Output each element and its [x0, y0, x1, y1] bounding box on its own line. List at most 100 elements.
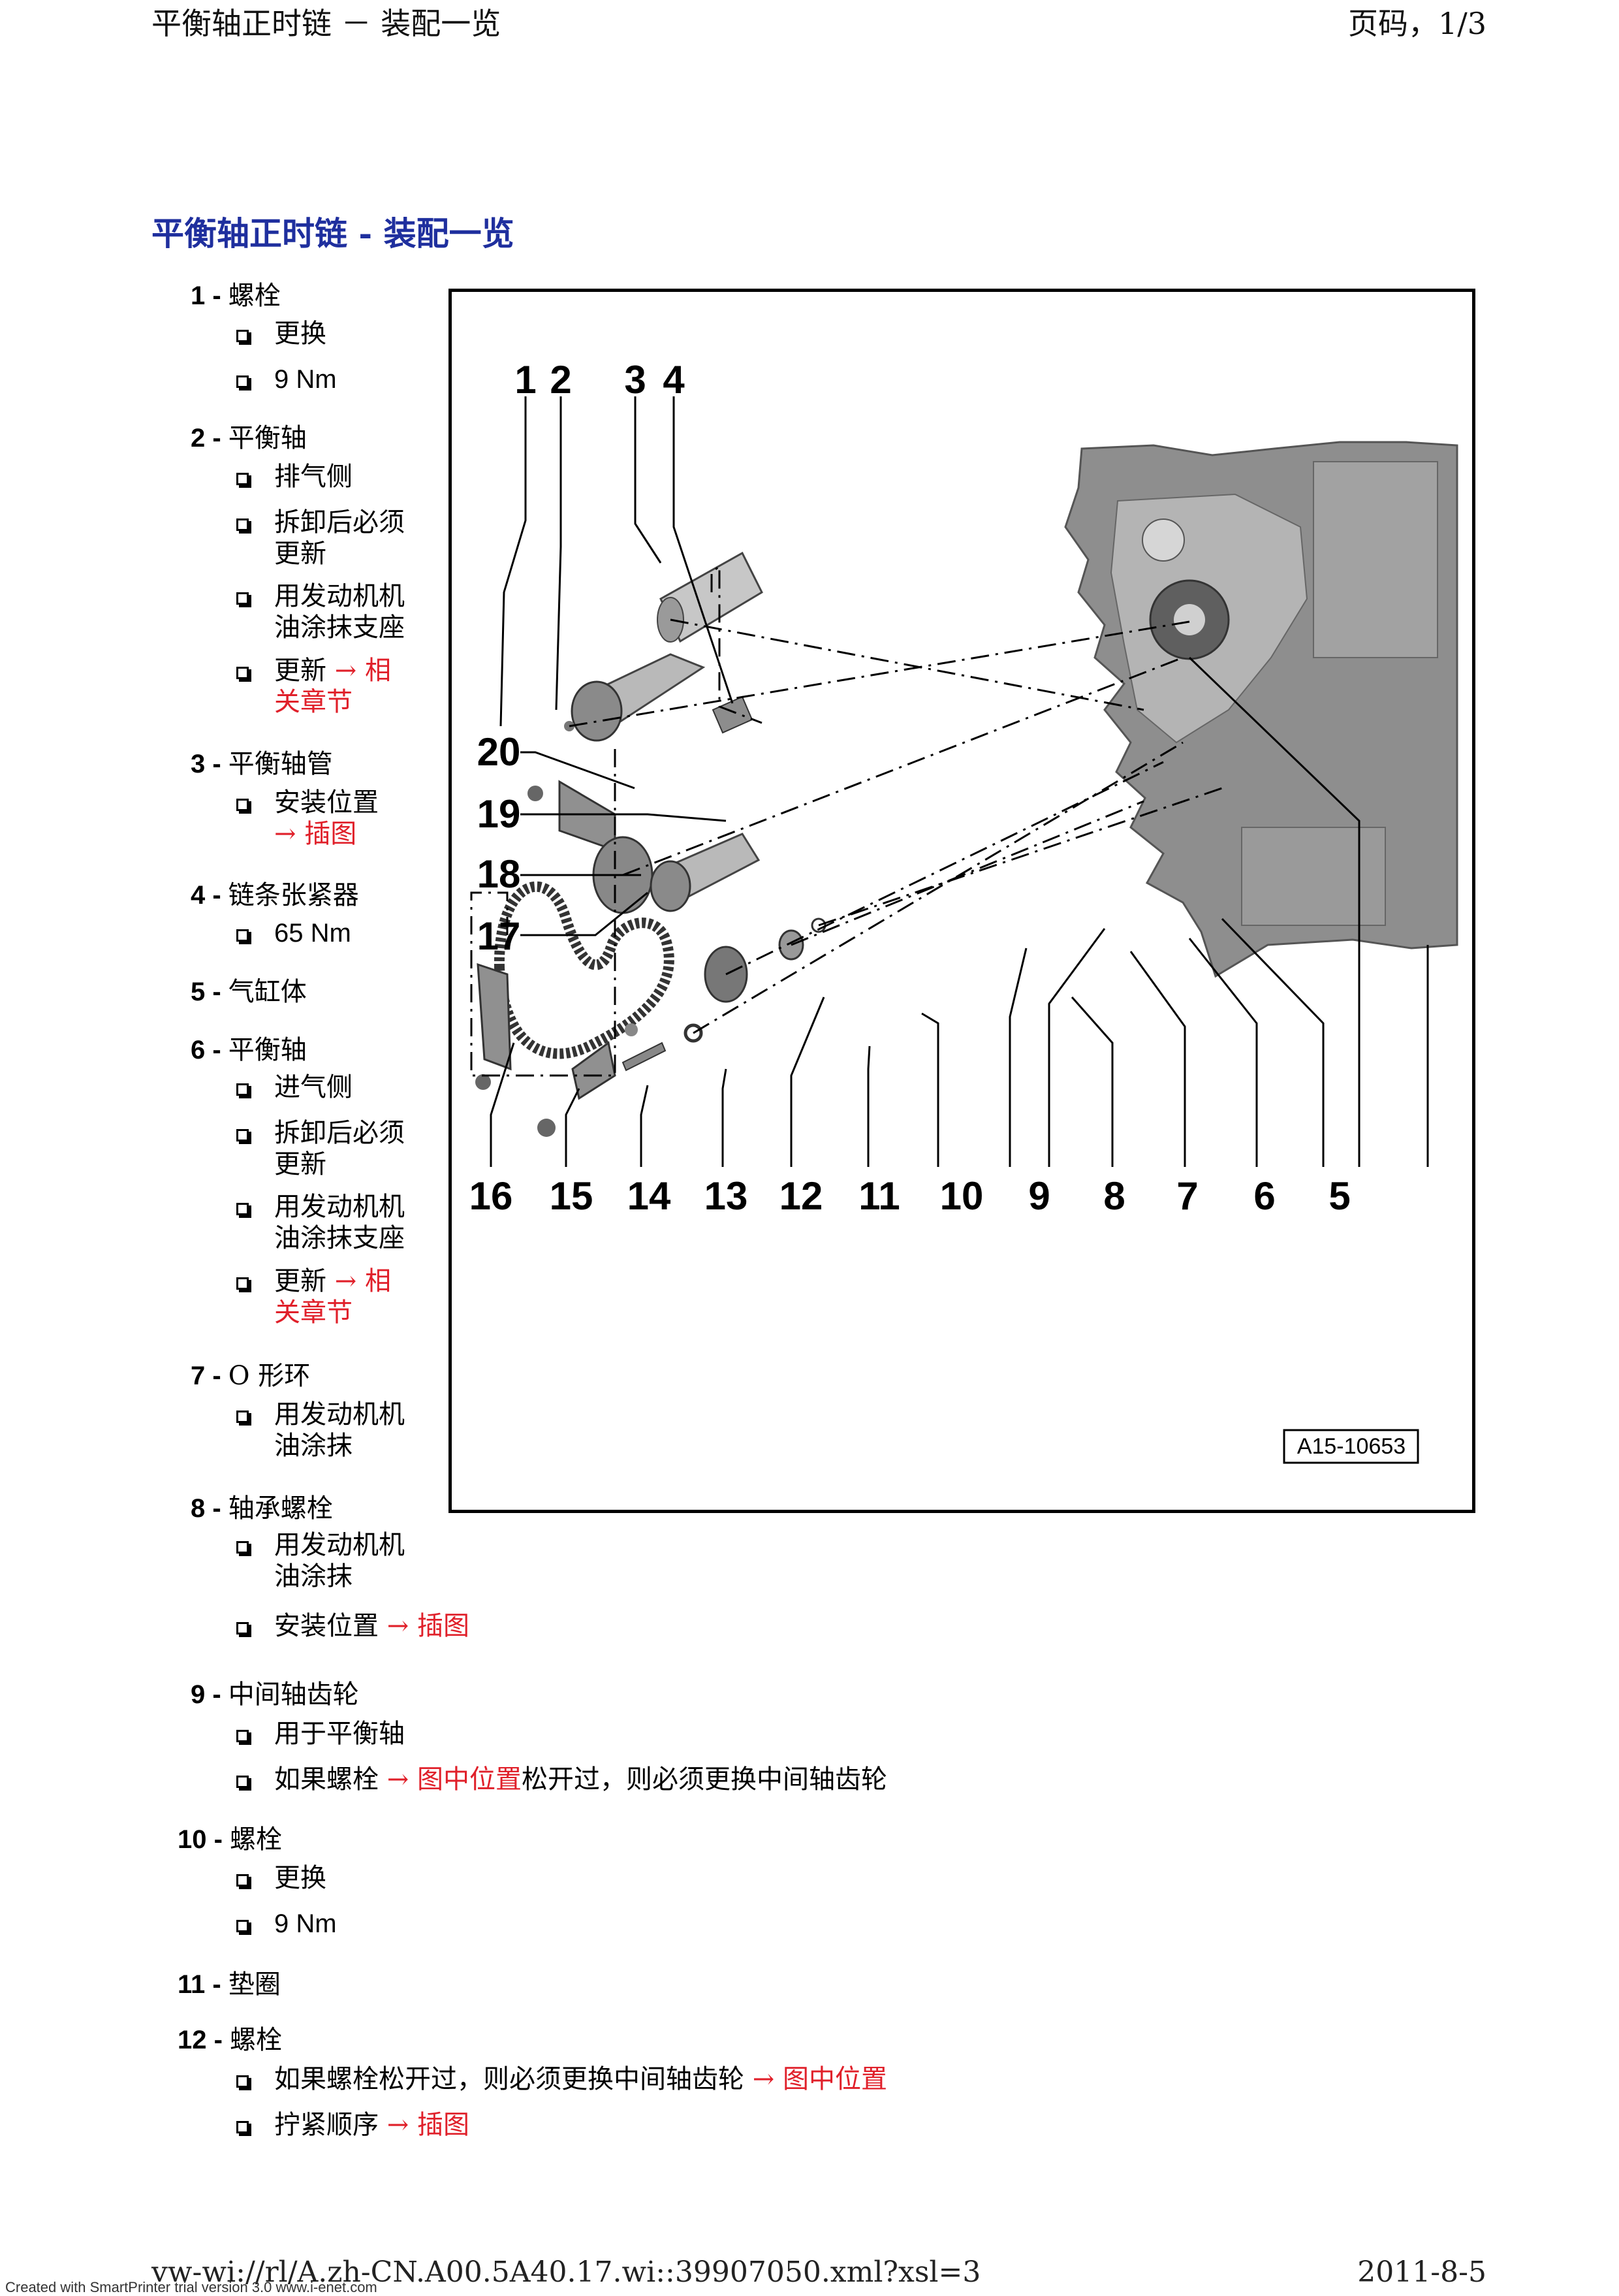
cross-reference-link[interactable]: → 相 [334, 1266, 391, 1296]
leader-line [634, 396, 662, 564]
item-note: 排气侧 [236, 461, 353, 492]
item-label: O 形环 [228, 1361, 311, 1391]
item-heading: 11 - 垫圈 [178, 1963, 281, 2001]
smartprinter-watermark: Created with SmartPrinter trial version … [5, 2279, 377, 2295]
item-note: 如果螺栓 → 图中位置松开过，则必须更换中间轴齿轮 [236, 1764, 887, 1795]
footer-date: 2011-8-5 [1357, 2256, 1486, 2289]
note-text: 安装位置 [274, 1611, 387, 1641]
callout-label: 2 [550, 358, 571, 402]
note-text: 用发动机机 [274, 1530, 405, 1560]
timing-chain-shape [494, 881, 674, 1059]
item-dash: - [206, 1825, 230, 1854]
note-text: 进气侧 [274, 1072, 353, 1102]
note-line: 安装位置 → 插图 [274, 1610, 469, 1642]
item-number: 6 [191, 1036, 206, 1064]
item-note: 更换 [236, 318, 326, 349]
leader-line [1009, 948, 1028, 1167]
item-number: 11 [178, 1970, 206, 1999]
note-text: 油涂抹 [274, 1431, 353, 1461]
item-note: 安装位置 → 插图 [236, 1610, 469, 1642]
item-label: 平衡轴 [228, 1035, 307, 1065]
note-text: 65 Nm [274, 919, 351, 948]
washer-shape [684, 1023, 703, 1043]
bolt-16-shape [475, 1074, 491, 1090]
item-note: 拆卸后必须更新 [236, 507, 405, 569]
item-heading: 10 - 螺栓 [178, 1818, 282, 1856]
checkbox-bullet-icon [236, 1203, 249, 1215]
guide-rail-shape [477, 963, 512, 1071]
checkbox-bullet-icon [236, 1411, 249, 1423]
cross-reference-link[interactable]: → 图中位置 [386, 1764, 522, 1794]
leader-line [490, 1042, 515, 1167]
callout-label: 5 [1328, 1174, 1350, 1218]
item-label: 平衡轴 [228, 423, 307, 453]
checkbox-bullet-icon [236, 929, 249, 942]
callout-label: 11 [858, 1174, 900, 1218]
item-note: 65 Nm [236, 917, 351, 949]
note-text: 松开过，则必须更换中间轴齿轮 [521, 1764, 887, 1794]
item-note: 用发动机机油涂抹 [236, 1529, 405, 1592]
note-text: 如果螺栓松开过，则必须更换中间轴齿轮 [274, 2064, 753, 2094]
alignment-line [710, 564, 762, 724]
alignment-line [693, 741, 1184, 1034]
item-dash: - [206, 2026, 230, 2054]
note-text: 更新 [274, 539, 326, 569]
leader-line [672, 396, 734, 704]
alignment-line [791, 800, 1144, 946]
cross-reference-link[interactable]: 关章节 [274, 687, 353, 717]
callout-label: 9 [1028, 1174, 1050, 1218]
item-dash: - [205, 881, 228, 910]
item-label: 气缸体 [228, 977, 307, 1007]
note-text: 油涂抹支座 [274, 1223, 405, 1253]
tensioning-rail-shape [571, 1041, 616, 1100]
callout-label: 3 [624, 358, 646, 402]
item-note: 用于平衡轴 [236, 1718, 405, 1749]
note-text: 安装位置 [274, 788, 379, 818]
item-heading: 8 - 轴承螺栓 [191, 1487, 333, 1525]
callout-label: 14 [627, 1174, 671, 1218]
leader-line [520, 891, 648, 936]
checkbox-bullet-icon [236, 1277, 249, 1290]
item-heading: 5 - 气缸体 [191, 970, 307, 1008]
item-label: 螺栓 [228, 281, 281, 311]
cross-reference-link[interactable]: → 插图 [274, 819, 357, 849]
alignment-line [818, 787, 1223, 927]
leader-line [1071, 997, 1114, 1167]
checkbox-bullet-icon [236, 1129, 249, 1141]
checkbox-bullet-icon [236, 592, 249, 605]
leader-line [721, 1068, 727, 1167]
note-text: 9 Nm [274, 1909, 337, 1938]
item-note: 拆卸后必须更新 [236, 1117, 405, 1180]
note-text: 更新 [274, 1149, 326, 1179]
cross-reference-link[interactable]: → 图中位置 [752, 2064, 887, 2094]
callout-label: 8 [1103, 1174, 1125, 1218]
item-number: 2 [191, 424, 206, 453]
cross-reference-link[interactable]: → 插图 [386, 1611, 469, 1641]
cross-reference-link[interactable]: → 相 [334, 656, 391, 686]
callout-label: 4 [663, 358, 685, 402]
cross-reference-link[interactable]: → 插图 [386, 2110, 469, 2140]
note-line: 9 Nm [274, 1908, 337, 1939]
checkbox-bullet-icon [236, 1920, 249, 1932]
item-label: 轴承螺栓 [228, 1493, 333, 1523]
checkbox-bullet-icon [236, 1541, 249, 1554]
item-dash: - [205, 1680, 228, 1709]
note-line: 油涂抹支座 [274, 612, 405, 643]
item-note: 安装位置→ 插图 [236, 787, 379, 850]
note-line: 更换 [274, 1862, 326, 1894]
item-number: 3 [191, 750, 206, 778]
oil-pan-rail-shape [1241, 827, 1386, 926]
checkbox-bullet-icon [236, 667, 249, 679]
bore-shape [1142, 518, 1185, 562]
bolt-12-shape [621, 1042, 667, 1072]
note-line: 排气侧 [274, 461, 353, 492]
callout-label: 18 [477, 852, 521, 896]
figure-code: A15-10653 [1297, 1434, 1406, 1459]
cross-reference-link[interactable]: 关章节 [274, 1298, 353, 1328]
leader-line [1129, 951, 1186, 1167]
callout-label: 6 [1253, 1174, 1275, 1218]
note-text: 拆卸后必须 [274, 1118, 405, 1148]
note-line: 拆卸后必须 [274, 1117, 405, 1149]
item-note: 拧紧顺序 → 插图 [236, 2109, 469, 2141]
item-number: 12 [178, 2026, 207, 2054]
